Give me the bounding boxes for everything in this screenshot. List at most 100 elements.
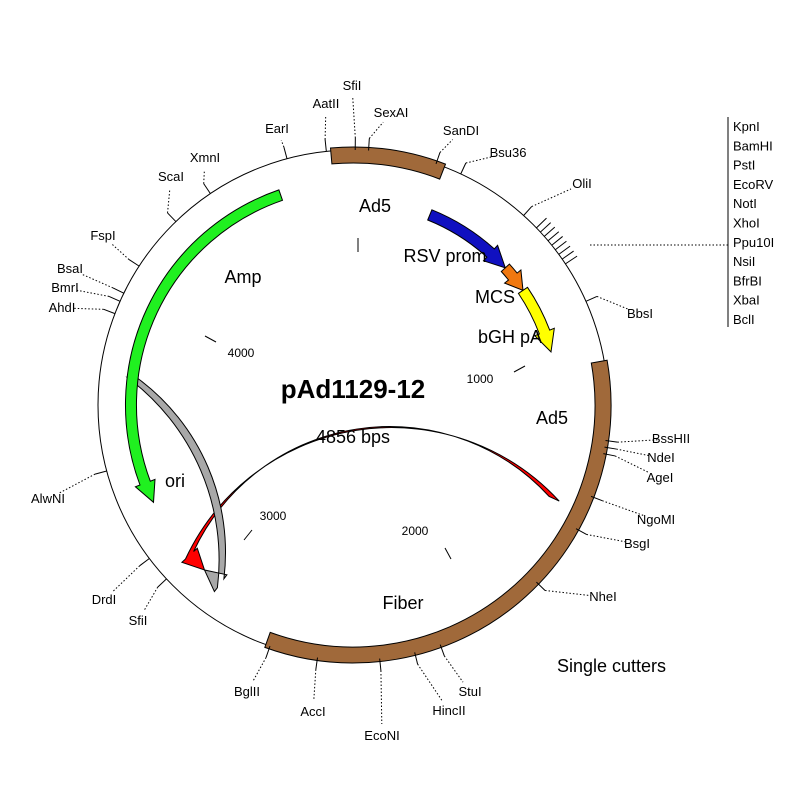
site-label: OliI: [572, 176, 592, 191]
site-leader: [112, 565, 141, 593]
scale-tick-label: 3000: [260, 509, 287, 523]
mcs-cluster-tick: [547, 231, 560, 242]
scale-tick: [204, 335, 217, 343]
site-tick: [157, 578, 167, 588]
bgh-pa-label: bGH pA: [478, 327, 542, 347]
site-tick: [585, 295, 598, 302]
sites-layer: SfiISexAIAatIISanDIEarIBsu36XmnIOliIScaI…: [31, 78, 690, 743]
site-tick: [108, 295, 121, 302]
site-leader: [586, 533, 626, 543]
site-label: AgeI: [647, 470, 674, 485]
site-leader: [596, 295, 630, 310]
site-leader: [167, 188, 171, 213]
amp-label: Amp: [224, 267, 261, 287]
mcs-site-list: KpnIBamHIPstIEcoRVNotIXhoIPpu10INsiIBfrB…: [590, 117, 774, 327]
mcs-site-label: BamHI: [733, 138, 773, 153]
site-label: StuI: [458, 684, 481, 699]
plasmid-size: 4856 bps: [316, 427, 390, 447]
site-tick: [603, 453, 616, 457]
fiber-feature: [180, 426, 560, 571]
site-leader: [313, 669, 317, 701]
site-leader: [545, 589, 592, 597]
site-tick: [590, 495, 603, 502]
mcs-cluster-tick: [540, 222, 552, 233]
site-label: NheI: [589, 589, 616, 604]
site-leader: [111, 243, 130, 260]
site-leader: [616, 448, 650, 457]
site-tick: [103, 308, 116, 315]
mcs-cluster-tick: [565, 255, 578, 265]
site-leader: [143, 586, 159, 611]
site-leader: [531, 188, 572, 208]
site-leader: [439, 139, 453, 153]
scale-tick: [444, 547, 452, 560]
site-leader: [614, 455, 650, 474]
site-leader: [324, 115, 327, 140]
site-tick: [605, 439, 618, 443]
site-label: FspI: [90, 228, 115, 243]
mcs-cluster-tick: [551, 236, 563, 246]
mcs-feature: [500, 263, 524, 292]
site-label: BglII: [234, 684, 260, 699]
site-label: SexAI: [374, 105, 409, 120]
site-tick: [265, 645, 271, 658]
site-leader: [417, 663, 443, 702]
mcs-cluster-tick: [536, 217, 547, 229]
site-label: EarI: [265, 121, 289, 136]
site-tick: [414, 652, 419, 665]
site-leader: [602, 500, 645, 517]
mcs-site-label: XbaI: [733, 293, 760, 308]
scale-tick: [513, 365, 526, 373]
site-label: AatII: [313, 96, 340, 111]
site-leader: [368, 121, 384, 139]
mcs-cluster-tick: [558, 245, 571, 255]
site-label: BmrI: [51, 280, 78, 295]
site-tick: [368, 138, 370, 151]
site-tick: [94, 470, 107, 475]
site-tick: [536, 581, 546, 591]
site-tick: [439, 644, 445, 657]
ad5-right-feature: [264, 359, 612, 664]
scale-tick-label: 1000: [467, 372, 494, 386]
site-label: XmnI: [190, 150, 220, 165]
plasmid-name: pAd1129-12: [281, 374, 426, 404]
site-tick: [112, 287, 125, 294]
site-label: HincII: [432, 703, 465, 718]
site-label: Bsu36: [490, 145, 527, 160]
site-tick: [324, 139, 327, 152]
site-label: NdeI: [647, 450, 674, 465]
amp-feature: [125, 189, 284, 504]
site-tick: [435, 152, 441, 165]
mcs-site-label: XhoI: [733, 216, 760, 231]
mcs-site-label: EcoRV: [733, 177, 774, 192]
site-label: SfiI: [343, 78, 362, 93]
site-tick: [460, 162, 467, 175]
mcs-site-label: KpnI: [733, 119, 760, 134]
site-tick: [523, 206, 533, 216]
single-cutters-legend: Single cutters: [557, 656, 666, 676]
site-tick: [203, 183, 211, 194]
scale-tick-label: 4000: [228, 346, 255, 360]
site-label: SanDI: [443, 123, 479, 138]
bgh-pa-feature: [517, 286, 555, 353]
site-leader: [203, 169, 205, 184]
site-leader: [252, 657, 267, 682]
site-leader: [380, 670, 383, 725]
site-label: EcoNI: [364, 728, 399, 743]
site-label: SfiI: [129, 613, 148, 628]
mcs-site-label: Ppu10I: [733, 235, 774, 250]
site-label: AccI: [300, 704, 325, 719]
site-label: BbsI: [627, 306, 653, 321]
ori-label: ori: [165, 471, 185, 491]
scale-tick-label: 2000: [402, 524, 429, 538]
site-leader: [76, 289, 110, 297]
site-label: BsaI: [57, 261, 83, 276]
site-label: AhdI: [49, 300, 76, 315]
site-label: NgoMI: [637, 512, 675, 527]
site-leader: [73, 307, 104, 310]
fiber-label: Fiber: [382, 593, 423, 613]
site-tick: [167, 212, 177, 222]
mcs-site-label: BfrBI: [733, 273, 762, 288]
